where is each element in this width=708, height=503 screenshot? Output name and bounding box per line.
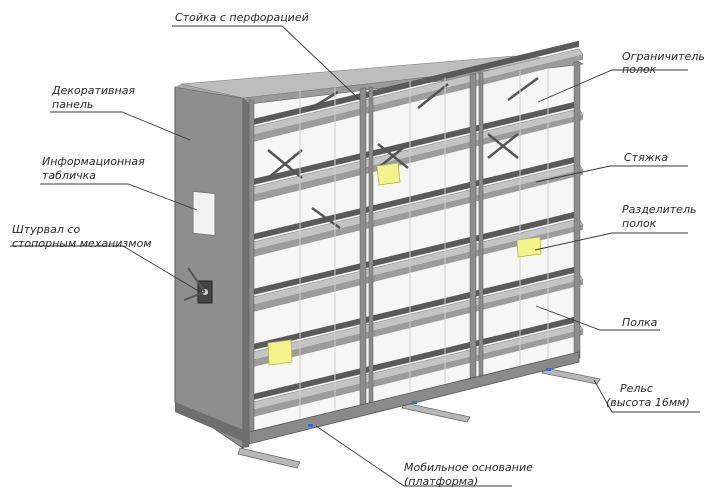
perforated-post-2 [359,87,367,413]
handwheel-icon [183,267,213,304]
uprights [248,61,581,441]
leader-perforated-post [172,25,361,101]
brace-4a [417,83,449,109]
rail-front [237,447,301,469]
back-strip-4 [249,210,579,296]
perforated-post-3 [368,86,374,411]
leader-rail [593,379,700,413]
label-info-plate-line2: табличка [42,169,96,182]
shelf-lip-6 [249,329,583,418]
shelf-lip-4 [249,224,583,313]
side-panel-edge [243,95,249,448]
mobile-base-side [175,402,249,444]
shelf-divider-3 [267,339,293,366]
shelf-lip-5 [249,279,583,368]
label-handwheel-line2: стопорным механизмом [12,237,152,250]
leader-lines [10,25,700,487]
brace-2b [267,149,303,179]
shelf-lip-1 [249,54,583,143]
back-strip-5 [249,265,579,351]
decorative-side-panel [174,86,244,449]
shelves [248,48,584,418]
label-decorative-panel-line2: панель [52,98,93,111]
back-strips [249,40,579,401]
base-marker-1 [308,424,313,427]
braces [267,76,539,230]
rail-middle [401,402,471,423]
brace-1a [307,90,339,112]
shelf-lip-3 [249,169,583,258]
label-shelf-divider: Разделитель полок [622,203,700,230]
label-rail: Рельс (высота 16мм) [606,382,690,409]
label-rail-line2: (высота 16мм) [606,396,690,409]
perforated-post-6 [573,61,581,359]
perforated-post-5 [478,72,484,384]
brace-5b [487,133,519,159]
label-rail-line1: Рельс [620,382,653,395]
label-shelf-divider-line2: полок [622,217,657,230]
back-strip-2 [249,100,579,186]
back-strip-3 [249,155,579,241]
leader-info-plate [40,183,198,211]
leader-shelf-divider [534,232,688,251]
leader-handwheel [10,245,201,293]
leader-shelf-limiter [537,69,688,103]
shelf-divider-1 [376,162,401,186]
perforated-post-4 [469,73,477,386]
leader-brace [535,165,688,183]
label-shelf: Полка [622,316,658,329]
base-marker-3 [546,368,551,371]
label-handwheel: Штурвал со стопорным механизмом [12,223,152,250]
back-strip-6 [249,315,579,401]
brace-6a [507,76,539,102]
label-handwheel-line1: Штурвал со [12,223,80,236]
perforated-post-1 [248,99,255,441]
back-strip-1 [249,40,579,126]
label-shelf-divider-line1: Разделитель [622,203,696,216]
label-mobile-base-line2: (платформа) [404,475,478,488]
base-marker-2 [412,401,417,404]
label-info-plate-line1: Информационная [42,155,145,168]
info-plate [192,190,216,237]
shelf-dividers [267,162,542,366]
rails [237,367,601,469]
label-info-plate: Информационная табличка [42,155,148,182]
label-decorative-panel: Декоративная панель [51,84,139,111]
label-brace: Стяжка [624,151,668,164]
leader-shelf [535,305,660,331]
shelf-divider-2 [516,236,542,258]
label-shelf-limiter-line2: полок [622,63,657,76]
leader-decorative-panel [50,111,191,141]
brace-3b [377,143,409,169]
leader-mobile-base [315,425,512,487]
label-perforated-post: Стойка с перфорацией [175,11,309,24]
label-shelf-limiter-line1: Ограничитель [622,50,705,63]
label-mobile-base-line1: Мобильное основание [404,461,533,474]
shelf-lip-2 [249,114,583,203]
label-mobile-base: Мобильное основание (платформа) [404,461,536,488]
label-shelf-limiter: Ограничитель полок [622,50,708,76]
label-decorative-panel-line1: Декоративная [51,84,135,97]
